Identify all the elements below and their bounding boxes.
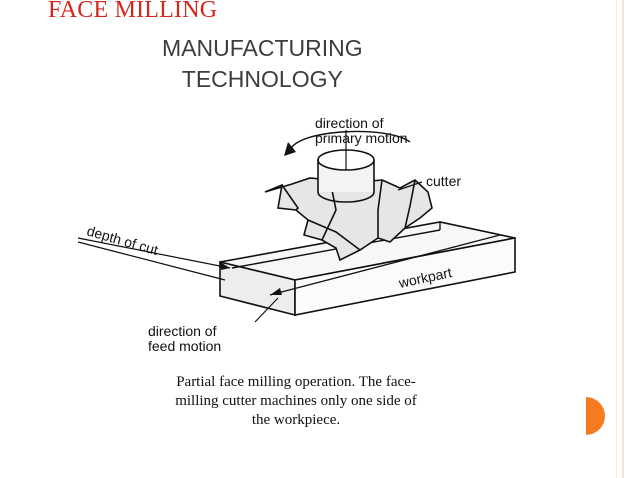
subtitle-line-1: MANUFACTURING [162,35,363,61]
workpart-block [219,221,516,317]
feed-motion-line [269,234,501,296]
label-primary-motion-1: direction of [315,115,384,131]
slide-subtitle: MANUFACTURING TECHNOLOGY [162,33,363,95]
cutter-leader [397,181,423,191]
right-border-line [622,0,624,478]
depth-arrowhead [220,262,230,270]
caption-line-2: milling cutter machines only one side of [175,393,417,409]
half-circle-accent-icon [586,397,605,435]
primary-motion-arrow [289,130,411,151]
feed-arrowhead [270,288,282,295]
label-feed-motion-2: feed motion [148,338,221,354]
label-depth-of-cut: depth of cut [85,223,160,259]
feed-leader [254,297,279,323]
label-feed-motion-1: direction of [148,323,217,339]
depth-leader-2 [77,241,226,281]
primary-motion-arrowhead [284,142,296,156]
figure-caption: Partial face milling operation. The face… [146,373,446,430]
subtitle-line-2: TECHNOLOGY [181,66,343,92]
depth-leader-1 [77,237,231,269]
right-border-line-inner [616,0,617,478]
face-milling-diagram: direction of primary motion cutter depth… [77,115,516,354]
label-primary-motion-2: primary motion [315,130,408,146]
label-cutter: cutter [426,173,461,189]
slide-title: FACE MILLING [48,0,218,23]
caption-line-1: Partial face milling operation. The face… [176,374,416,390]
caption-line-3: the workpiece. [251,412,341,428]
arbor [317,130,375,203]
